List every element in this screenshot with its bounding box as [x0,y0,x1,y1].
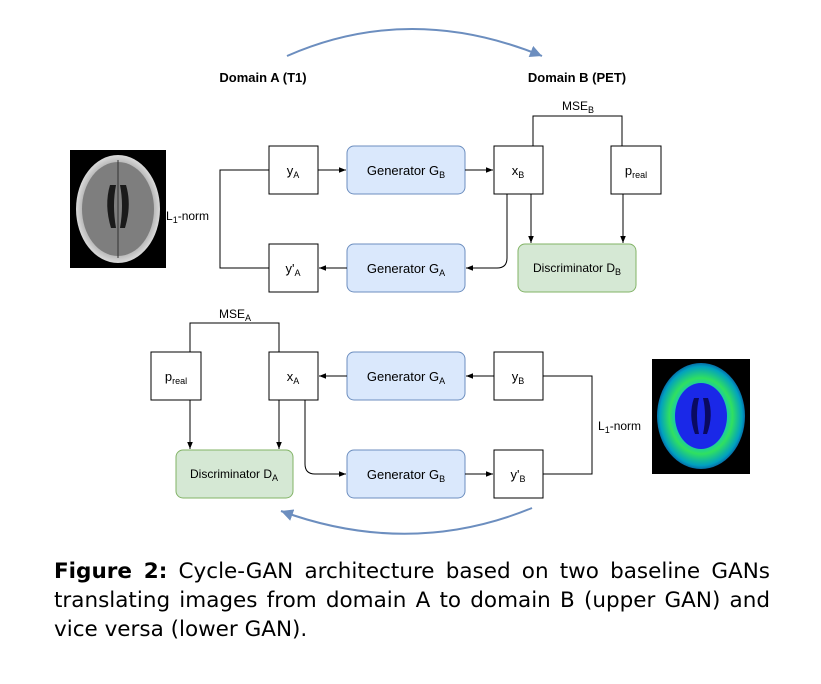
upper-y-prime-a-node [268,243,319,293]
domain-a-label: Domain A (T1) [219,70,306,85]
upper-x-b-label: x [512,163,519,178]
cycle-gan-diagram: Domain A (T1) Domain B (PET) yA Generato… [70,28,750,535]
lower-p-real-node [150,351,202,401]
lower-x-a-label: x [287,369,294,384]
lower-y-b-node [493,351,544,401]
figure-caption: Figure 2: Cycle-GAN architecture based o… [54,557,770,644]
svg-text:xB: xB [512,163,525,180]
figure-caption-text: Cycle-GAN architecture based on two base… [54,559,770,642]
svg-text:y'B: y'B [511,467,526,484]
svg-text:L1-norm: L1-norm [598,419,641,435]
upper-y-a-node [268,145,319,195]
upper-mse-label: MSE [562,99,588,113]
upper-l1-label: L [166,209,173,223]
upper-mse-bracket [532,115,623,146]
svg-text:xA: xA [287,369,300,386]
lower-mse-bracket [189,322,280,352]
upper-p-real-label: p [625,163,632,178]
svg-text:Discriminator DA: Discriminator DA [190,467,278,483]
pet-brain-image [652,359,750,474]
arrow-xa-to-gb [304,400,346,477]
domain-b-label: Domain B (PET) [528,70,626,85]
svg-text:yA: yA [287,163,300,180]
svg-text:yB: yB [512,369,525,386]
lower-mse-label: MSE [219,307,245,321]
mri-brain-image [70,150,166,268]
discriminator-db-label: Discriminator D [533,261,615,275]
svg-text:Generator GB: Generator GB [367,467,445,484]
upper-p-real-node [610,145,662,195]
discriminator-db [517,243,637,293]
lower-generator-gb-label: Generator G [367,467,439,482]
cycle-arrow-bottom [280,507,533,535]
lower-generator-ga-label: Generator G [367,369,439,384]
cycle-arrow-top [286,28,543,58]
svg-text:Generator GA: Generator GA [367,261,445,278]
lower-x-a-node [268,351,319,401]
lower-y-prime-b-node [493,449,544,499]
arrow-xb-to-ga [466,194,508,271]
lower-y-prime-b-label: y' [511,467,520,482]
lower-l1-bracket [543,375,593,475]
svg-text:MSEA: MSEA [219,307,251,323]
svg-text:preal: preal [165,369,187,386]
discriminator-da [175,449,294,499]
svg-text:y'A: y'A [286,261,301,278]
upper-y-prime-a-label: y' [286,261,295,276]
upper-x-b-node [493,145,544,195]
upper-y-a-label: y [287,163,294,178]
upper-generator-ga-label: Generator G [367,261,439,276]
upper-generator-gb-label: Generator G [367,163,439,178]
figure-label: Figure 2: [54,559,168,584]
svg-text:MSEB: MSEB [562,99,594,115]
svg-text:Generator GA: Generator GA [367,369,445,386]
svg-text:L1-norm: L1-norm [166,209,209,225]
lower-p-real-label: p [165,369,172,384]
upper-l1-bracket [219,169,269,269]
svg-text:Generator GB: Generator GB [367,163,445,180]
lower-y-b-label: y [512,369,519,384]
svg-text:preal: preal [625,163,647,180]
lower-l1-label: L [598,419,605,433]
discriminator-da-label: Discriminator D [190,467,272,481]
svg-text:Discriminator DB: Discriminator DB [533,261,621,277]
